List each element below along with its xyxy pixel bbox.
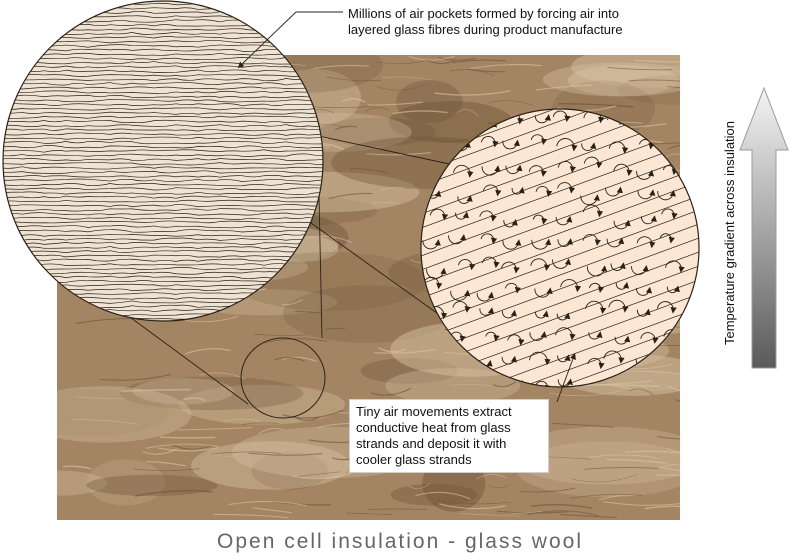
wool-fiber (160, 437, 216, 438)
bottom-annotation-line-2: conductive heat from glass (356, 420, 542, 436)
wool-tuft (391, 484, 478, 506)
top-annotation-line-2: layered glass fibres during product manu… (348, 22, 678, 38)
wool-tuft (543, 63, 700, 97)
top-annotation: Millions of air pockets formed by forcin… (344, 6, 682, 38)
temperature-gradient-arrow (740, 88, 788, 368)
top-annotation-line-1: Millions of air pockets formed by forcin… (348, 6, 678, 22)
temperature-gradient-label: Temperature gradient across insulation (722, 121, 737, 345)
bottom-annotation-line-1: Tiny air movements extract (356, 404, 542, 420)
bottom-annotation-line-3: strands and deposit it with (356, 436, 542, 452)
wool-tuft (16, 386, 191, 442)
bottom-annotation: Tiny air movements extract conductive he… (349, 399, 549, 473)
bottom-annotation-line-4: cooler glass strands (356, 452, 542, 468)
wool-tuft (396, 80, 462, 123)
figure-caption: Open cell insulation - glass wool (0, 530, 800, 554)
